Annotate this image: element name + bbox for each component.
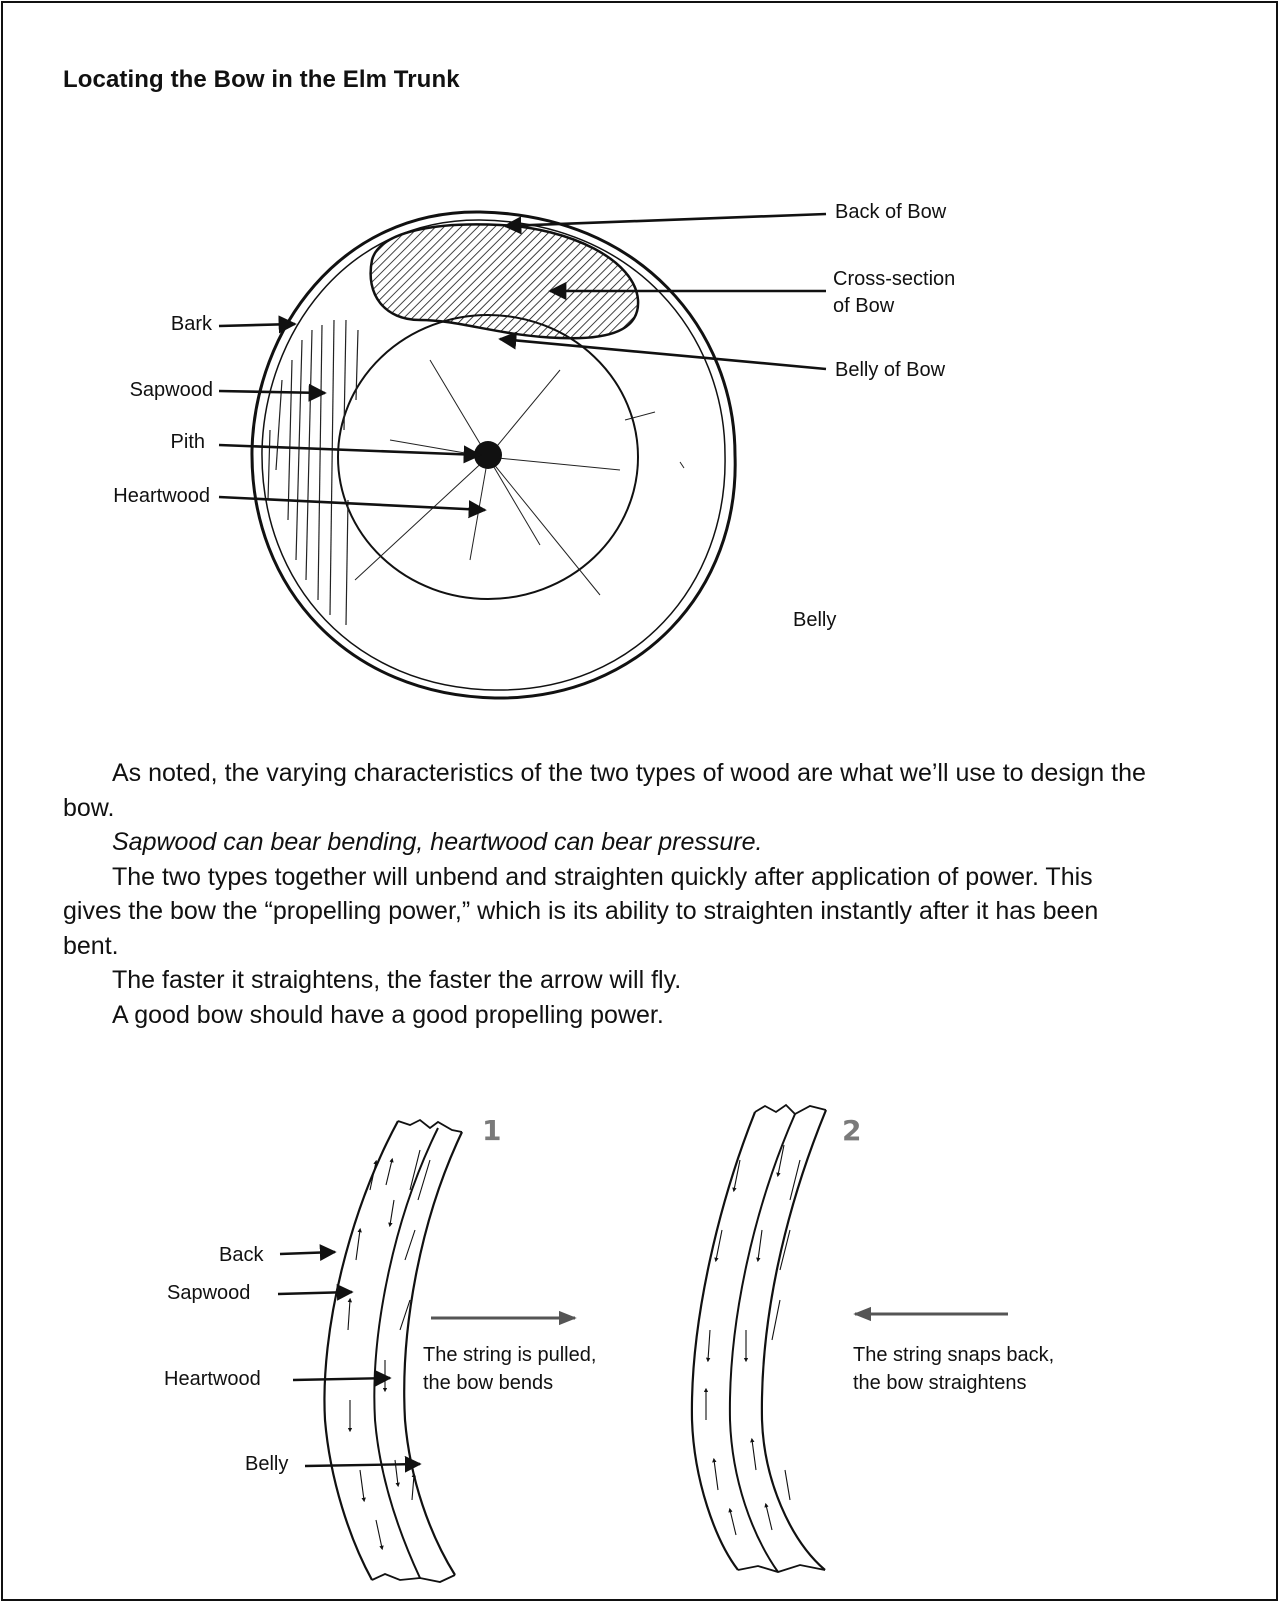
bow1-top-edge <box>397 1118 463 1133</box>
label-belly: Belly <box>793 609 837 631</box>
bow2-belly-edge <box>760 1109 828 1571</box>
bow1-middle-edge <box>373 1127 439 1579</box>
label-belly-of-bow: Belly of Bow <box>835 359 946 381</box>
paragraph-5: A good bow should have a good propelling… <box>112 1000 664 1029</box>
bow2-bottom-edge <box>737 1564 826 1573</box>
bow2-grain-arrows <box>703 1144 801 1536</box>
figure-number-2: 2 <box>842 1114 862 1147</box>
bow2-middle-edge <box>728 1113 796 1573</box>
sapwood-texture <box>267 319 359 626</box>
trunk-leader-arrows <box>218 212 827 519</box>
bark-inner-ring <box>261 219 726 691</box>
label-back-of-bow: Back of Bow <box>835 201 947 223</box>
label-sapwood: Sapwood <box>129 379 213 401</box>
figure-number-1: 1 <box>482 1114 502 1147</box>
label-pith: Pith <box>170 431 205 453</box>
caption-1-line2: the bow bends <box>423 1372 554 1394</box>
page-title: Locating the Bow in the Elm Trunk <box>63 66 460 93</box>
label-bow-sapwood: Sapwood <box>167 1282 251 1304</box>
bow2-back-edge <box>690 1111 757 1571</box>
bow2-top-edge <box>754 1103 827 1116</box>
bow-figure-2 <box>690 1103 828 1573</box>
bow1-belly-edge <box>403 1131 463 1576</box>
label-bow-heartwood: Heartwood <box>164 1368 261 1390</box>
bark-outer-ring <box>250 210 737 700</box>
caption-2-line1: The string snaps back, <box>853 1344 1055 1366</box>
paragraph-3: The two types together will unbend and s… <box>63 862 1099 960</box>
caption-2-line2: the bow straightens <box>853 1372 1027 1394</box>
bow-cross-section <box>369 223 640 340</box>
label-bark: Bark <box>170 313 212 335</box>
body-text: As noted, the varying characteristics of… <box>63 756 1156 1032</box>
label-cross-section-line1: Cross-section <box>833 268 956 290</box>
paragraph-1: As noted, the varying characteristics of… <box>63 759 1146 822</box>
label-cross-section-line2: of Bow <box>833 295 895 317</box>
label-bow-belly: Belly <box>245 1453 289 1475</box>
heartwood-rays <box>354 359 685 596</box>
paragraph-2: Sapwood can bear bending, heartwood can … <box>112 828 763 856</box>
paragraph-4: The faster it straightens, the faster th… <box>112 966 682 994</box>
label-bow-back: Back <box>219 1244 264 1266</box>
bow1-grain-arrows <box>347 1149 431 1551</box>
label-heartwood: Heartwood <box>113 485 210 507</box>
caption-1-line1: The string is pulled, <box>423 1344 597 1366</box>
bow-figure-1 <box>323 1118 463 1583</box>
bow-leader-arrows <box>277 1244 422 1473</box>
bow1-bottom-edge <box>371 1573 456 1583</box>
bow1-back-edge <box>323 1120 399 1581</box>
